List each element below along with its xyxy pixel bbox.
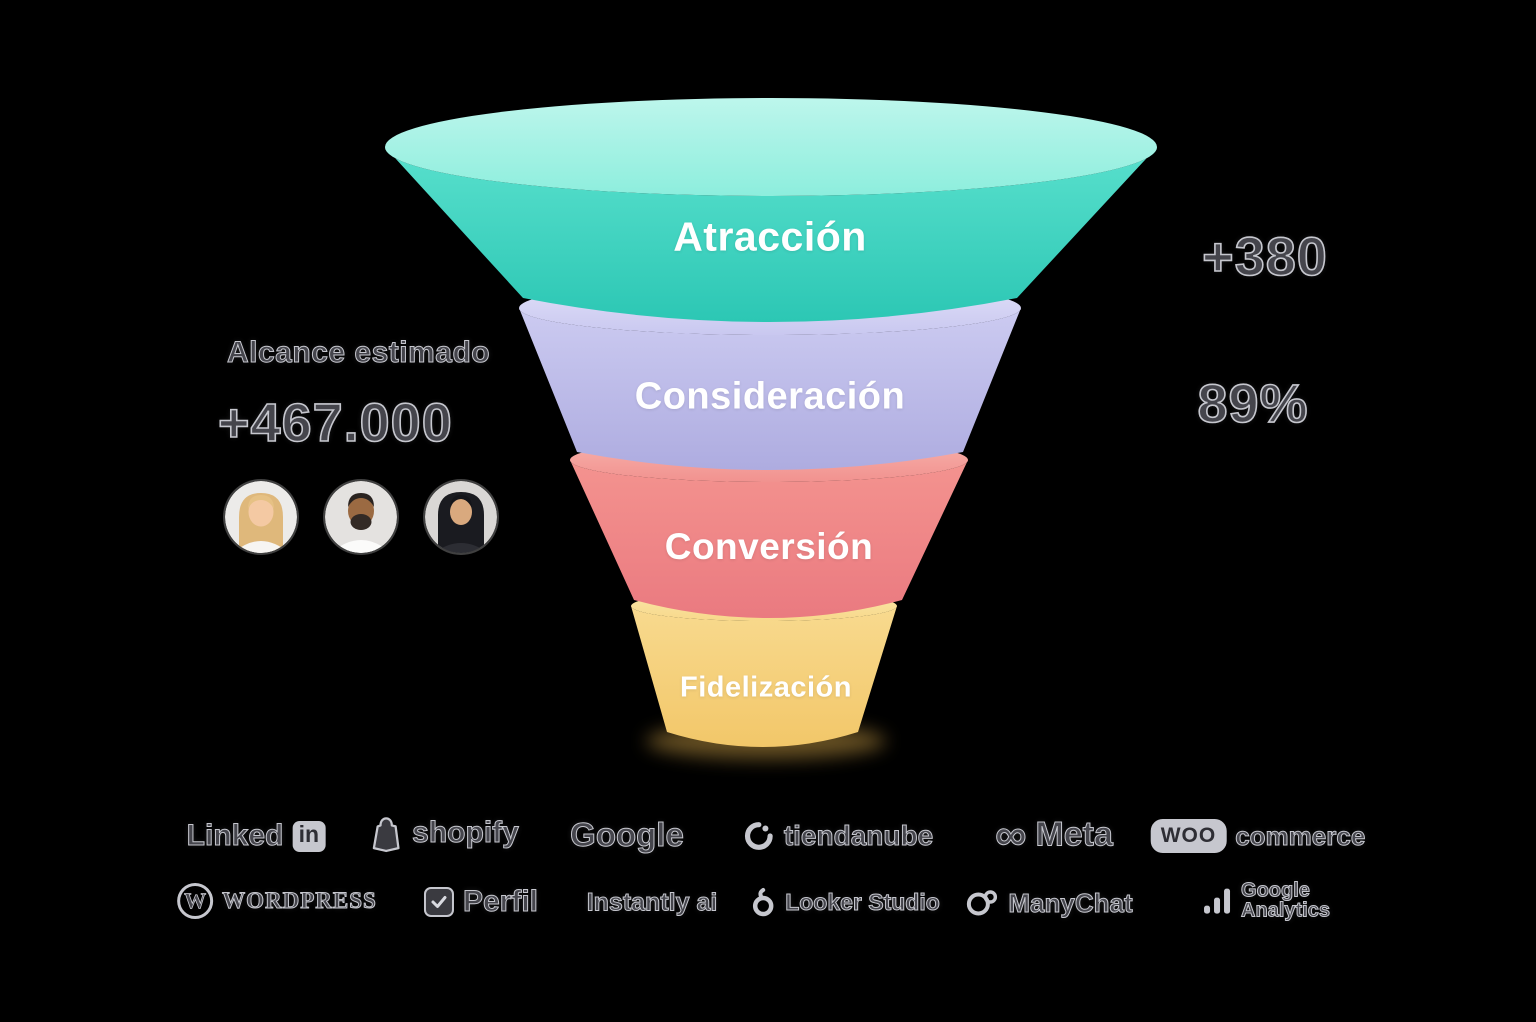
google-analytics-line1: Google (1241, 879, 1311, 902)
manychat-wordmark: ManyChat (1008, 887, 1133, 918)
tiendanube-wordmark: tiendanube (783, 820, 934, 852)
manychat-icon (966, 890, 998, 916)
reach-caption: Alcance estimado (226, 336, 491, 370)
wordpress-wordmark: WORDPRESS (222, 888, 377, 914)
logo-google: Google (570, 816, 685, 854)
perfil-wordmark: Perfil (462, 885, 539, 919)
avatar-dark-haired-woman (425, 481, 497, 553)
logo-woocommerce: WOO commerce (1150, 819, 1366, 853)
shopify-wordmark: shopify (412, 816, 520, 850)
stage-atraccion-shape (385, 98, 1157, 322)
logo-perfil: Perfil (423, 885, 539, 919)
logo-shopify: shopify (369, 813, 519, 853)
logo-manychat: ManyChat (965, 887, 1133, 919)
google-analytics-line2: Analytics (1241, 900, 1331, 922)
logo-google-analytics: Google Analytics (1202, 879, 1331, 922)
instantly-wordmark: Instantly ai (586, 888, 718, 917)
google-analytics-wordmark: Google Analytics (1241, 879, 1331, 922)
avatar-group (225, 481, 497, 553)
consideration-metric: 89% (1197, 373, 1309, 435)
perfil-checkbox-icon (423, 887, 454, 917)
attraction-metric: +380 (1201, 226, 1328, 288)
woocommerce-wordmark: commerce (1235, 820, 1366, 851)
logo-meta: ∞ Meta (995, 810, 1114, 859)
avatar-blonde-woman (225, 481, 297, 553)
stage-label-consideracion: Consideración (634, 375, 906, 418)
google-analytics-icon (1204, 889, 1231, 914)
meta-wordmark: Meta (1035, 815, 1113, 854)
logo-linkedin: Linked in (186, 819, 326, 853)
shopify-bag-icon (372, 817, 400, 853)
logo-tiendanube: tiendanube (743, 820, 934, 852)
stage-label-conversion: Conversión (664, 526, 874, 567)
logo-wordpress: W WORDPRESS (177, 883, 377, 919)
wordpress-w-icon: W (177, 883, 214, 919)
tiendanube-icon (744, 822, 773, 850)
linkedin-in-icon: in (292, 820, 326, 852)
stage-label-atraccion: Atracción (673, 213, 867, 260)
stage-label-fidelizacion: Fidelización (680, 671, 852, 704)
looker-studio-wordmark: Looker Studio (785, 888, 941, 915)
looker-studio-icon (752, 888, 774, 917)
linkedin-wordmark: Linked (186, 819, 284, 853)
logo-instantly-ai: Instantly ai (586, 888, 718, 918)
reach-value: +467.000 (217, 392, 453, 454)
logo-looker-studio: Looker Studio (750, 886, 940, 918)
avatar-bearded-man (325, 481, 397, 553)
google-wordmark: Google (570, 816, 685, 854)
woo-blob-icon: WOO (1150, 819, 1227, 853)
